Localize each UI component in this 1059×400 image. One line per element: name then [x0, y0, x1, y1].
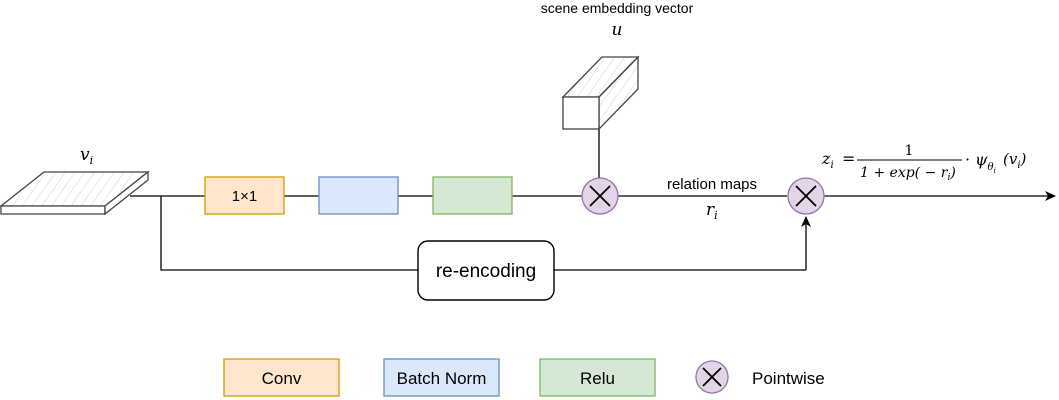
legend-conv-swatch [223, 358, 340, 397]
svg-text:ψθi: ψθi [975, 150, 996, 175]
pointwise-op-output [787, 177, 825, 215]
connector-lines [130, 126, 1056, 271]
reencoding-label: re-encoding [436, 261, 536, 282]
line-skip-branch [160, 196, 418, 271]
legend-pointwise-label: Pointwise [752, 369, 825, 388]
legend-pointwise-icon [695, 360, 729, 394]
svg-text:1: 1 [905, 143, 914, 159]
input-feature-map [0, 170, 150, 216]
output-formula: zi = 1 1 + exp( − ri) · ψθi (vi) [821, 143, 1027, 183]
scene-embedding-title: scene embedding vector [541, 0, 694, 16]
relation-symbol: ri [706, 200, 718, 222]
relation-maps-label: relation maps [667, 176, 757, 193]
legend: Conv Batch Norm Relu Pointwise [223, 358, 825, 397]
legend-relu-label: Relu [580, 369, 615, 388]
legend-batch-norm-label: Batch Norm [397, 369, 487, 388]
conv-block-label: 1×1 [232, 188, 257, 205]
batch-norm-block [318, 176, 399, 215]
svg-text:zi: zi [821, 149, 834, 171]
conv-block [204, 176, 285, 215]
svg-text:1 + exp( − ri): 1 + exp( − ri) [860, 165, 956, 183]
pointwise-op-relation [581, 177, 619, 215]
svg-text:·: · [965, 150, 970, 169]
relu-block [432, 176, 513, 215]
scene-embedding-vector [561, 55, 640, 131]
input-label: vi [80, 145, 93, 167]
reencoding-block [417, 240, 555, 301]
legend-conv-label: Conv [262, 369, 302, 388]
scene-embedding-symbol: u [612, 20, 623, 40]
svg-text:(vi): (vi) [1003, 150, 1027, 171]
legend-batch-norm-swatch [383, 358, 500, 397]
svg-text:=: = [842, 149, 855, 168]
legend-relu-swatch [539, 358, 656, 397]
